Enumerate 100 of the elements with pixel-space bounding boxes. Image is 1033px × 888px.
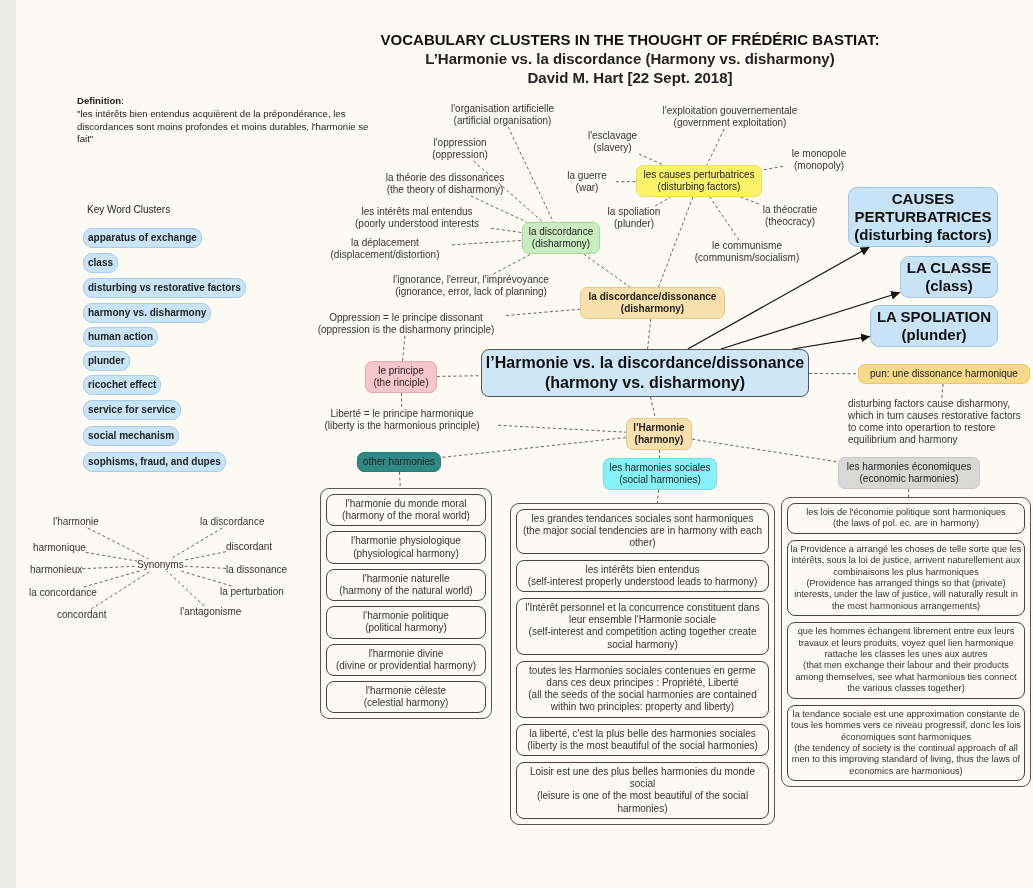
connector-line xyxy=(941,383,944,399)
topic-box: other harmonies xyxy=(357,452,441,472)
connector-line xyxy=(440,437,627,458)
connector-line xyxy=(908,488,910,498)
concept-box: la liberté, c'est la plus belle des harmonies sociales (liberty is the most beautiful of the social harmonies) xyxy=(516,723,769,757)
concept-text: la guerre (war) xyxy=(558,170,616,194)
topic-box: les harmonies économiques (economic harmonies) xyxy=(838,457,980,489)
concept-text: l'organisation artificielle (artificial organisation) xyxy=(440,103,565,127)
definition-heading: Definition: xyxy=(77,95,125,108)
concept-box: la tendance sociale est une approximation constante de tous les hommes vers ce niveau progressif, donc les lois économiques sont harmoniques (the tendency of society is the continual approach of all men to this improving standard of living, thus the laws of economics are harmonious) xyxy=(787,704,1025,782)
concept-box: l'harmonie politique (political harmony) xyxy=(326,606,486,639)
connector-line xyxy=(709,196,740,241)
section-heading: Key Word Clusters xyxy=(87,203,172,216)
definition-quote: "les intérêts bien entendus acquièrent de la prépondérance, les discordances sont moins profondes et moins durables, l'harmonie se fait" xyxy=(77,108,369,146)
connector-line xyxy=(451,240,523,246)
heading-box: LA CLASSE (class) xyxy=(900,256,998,298)
connector-line xyxy=(583,253,631,288)
concept-text: Liberté = le principe harmonique (liberty is the harmonious principle) xyxy=(306,408,498,432)
concept-text: l'ignorance, l'erreur, l'imprévoyance (ignorance, error, lack of planning) xyxy=(380,274,562,298)
concept-text: la déplacement (displacement/distortion) xyxy=(318,237,452,261)
topic-box: les harmonies sociales (social harmonies) xyxy=(603,458,717,490)
keyword-pill: social mechanism xyxy=(83,426,180,446)
connector-line xyxy=(497,424,627,433)
synonym-word: harmonique xyxy=(33,542,86,554)
keyword-pill: sophisms, fraud, and dupes xyxy=(83,452,226,472)
topic-box: l'Harmonie (harmony) xyxy=(626,418,692,450)
topic-box: le principe (the rinciple) xyxy=(365,361,437,393)
keyword-pill: class xyxy=(83,253,119,273)
group-panel xyxy=(781,497,1031,788)
concept-text: la spoliation (plunder) xyxy=(598,206,670,230)
connector-line xyxy=(473,160,544,223)
central-topic-box: l’Harmonie vs. la discordance/dissonance (harmony vs. disharmony) xyxy=(481,349,809,397)
keyword-pill: ricochet effect xyxy=(83,375,162,395)
synonym-word: la concordance xyxy=(29,587,97,599)
arrow xyxy=(720,290,901,350)
concept-box: l'harmonie naturelle (harmony of the natural world) xyxy=(326,568,486,602)
concept-box: l'harmonie du monde moral (harmony of the moral world) xyxy=(326,494,486,527)
connector-line xyxy=(658,449,661,459)
synonym-word: discordant xyxy=(226,541,273,553)
synonym-word: harmonieux xyxy=(30,564,83,576)
concept-box: l'harmonie physiologique (physiological harmony) xyxy=(326,531,486,564)
synonym-word: la perturbation xyxy=(220,586,284,598)
keyword-pill: disturbing vs restorative factors xyxy=(83,278,246,298)
concept-text: le communisme (communism/socialism) xyxy=(683,240,811,264)
concept-text: les intérêts mal entendus (poorly understood interests xyxy=(343,206,491,230)
connector-line xyxy=(180,570,233,587)
concept-text: l'exploitation gouvernementale (government exploitation) xyxy=(650,105,810,129)
keyword-pill: harmony vs. disharmony xyxy=(83,303,212,323)
concept-text: l'oppression (oppression) xyxy=(423,137,497,161)
concept-box: que les hommes échangent librement entre eux leurs travaux et leurs produits, voyez quel lien harmonique rattache les classes les unes aux autres (that men exchange their labour and their products among themselves, see what harmonious ties connect the various classes together) xyxy=(787,622,1025,699)
connector-line xyxy=(507,126,554,223)
connector-line xyxy=(658,196,694,288)
connector-line xyxy=(183,551,227,561)
group-panel xyxy=(510,503,775,825)
topic-box: les causes perturbatrices (disturbing factors) xyxy=(636,165,762,197)
synonym-word: la dissonance xyxy=(226,564,288,576)
connector-line xyxy=(402,335,406,362)
topic-box: pun: une dissonance harmonique xyxy=(858,364,1030,384)
heading-box: LA SPOLIATION (plunder) xyxy=(870,305,998,347)
connector-line xyxy=(493,253,532,275)
concept-box: toutes les Harmonies sociales contenues en germe dans ces deux principes : Propriété, Liberté (all the seeds of the social harmonies are contained within two principles: property and liberty) xyxy=(516,660,769,718)
connector-line xyxy=(87,527,149,560)
concept-box: l'Intérêt personnel et la concurrence constituent dans leur ensemble l'Harmonie sociale (self-interest and competition acting together create social harmony) xyxy=(516,598,769,655)
synonym-word: l'harmonie xyxy=(53,516,99,528)
note-text: disturbing factors cause disharmony, which in turn causes restorative factors to come into operartion to restore equilibrium and harmony xyxy=(848,398,1031,446)
connector-line xyxy=(169,527,223,560)
concept-text: Oppression = le principe dissonant (oppression is the disharmony principle) xyxy=(306,312,506,336)
connector-line xyxy=(505,308,581,316)
concept-text: la théorie des dissonances (the theory of disharmony) xyxy=(374,172,516,196)
connector-line xyxy=(615,181,637,183)
connector-line xyxy=(647,318,652,350)
connector-line xyxy=(81,565,138,570)
connector-line xyxy=(85,552,138,562)
connector-line xyxy=(399,471,401,489)
keyword-pill: service for service xyxy=(83,400,181,420)
synonym-word: l'antagonisme xyxy=(180,606,242,618)
connector-line xyxy=(400,392,403,409)
concept-box: la Providence a arrangé les choses de telle sorte que les intérêts, sous la loi de justice, arrivent naturellement aux combinaisons les plus harmoniques (Providence has arranged things so that (private) interests, under the law of justice, will naturally result in the most harmonious arrangements) xyxy=(787,539,1025,617)
diagram-title: VOCABULARY CLUSTERS IN THE THOUGHT OF FRÉDÉRIC BASTIAT: xyxy=(379,30,881,49)
connector-line xyxy=(490,227,523,234)
keyword-pill: plunder xyxy=(83,351,130,371)
connector-line xyxy=(706,128,725,166)
connector-line xyxy=(650,396,656,419)
keyword-pill: apparatus of exchange xyxy=(83,228,202,248)
concept-box: les intérêts bien entendus (self-interest properly understood leads to harmony) xyxy=(516,559,769,592)
synonym-word: concordant xyxy=(57,609,107,621)
topic-box: la discordance/dissonance (disharmony) xyxy=(580,287,725,319)
arrow xyxy=(687,246,871,350)
subtitle: L’Harmonie vs. la discordance (Harmony vs. disharmony) xyxy=(424,50,836,68)
concept-text: la théocratie (theocracy) xyxy=(753,204,827,228)
connector-line xyxy=(761,165,784,171)
connector-line xyxy=(90,570,152,610)
group-panel xyxy=(320,488,492,720)
connector-line xyxy=(83,570,140,588)
subtitle: David M. Hart [22 Sept. 2018] xyxy=(526,69,734,87)
keyword-pill: human action xyxy=(83,327,158,347)
concept-box: les lois de l'économie politique sont harmoniques (the laws of pol. ec. are in harmony) xyxy=(787,503,1025,534)
synonym-word: Synonyms xyxy=(137,559,184,571)
connector-line xyxy=(638,153,664,166)
connector-line xyxy=(654,196,672,207)
